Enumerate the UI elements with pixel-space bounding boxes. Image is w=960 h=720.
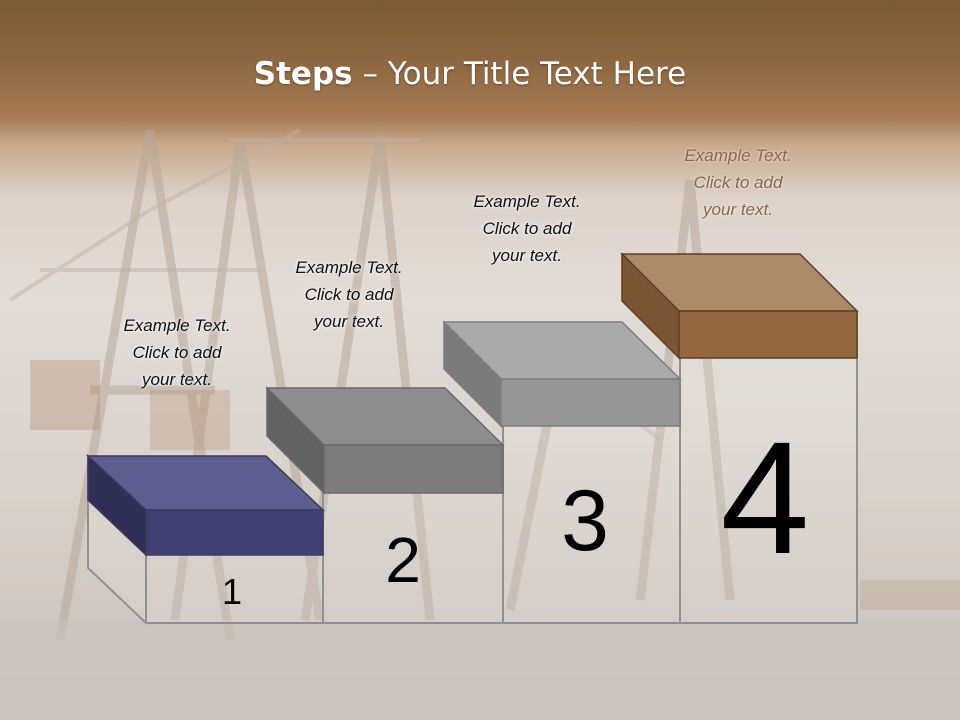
title-bold: Steps <box>253 56 353 92</box>
step-1-number: 1 <box>221 571 243 612</box>
step-2-number: 2 <box>385 524 421 596</box>
step-1-block[interactable] <box>86 454 325 557</box>
step-2-text-line: your text. <box>314 312 384 331</box>
step-1-text-line: Click to add <box>132 343 222 362</box>
step-1-text-line: Example Text. <box>123 316 231 335</box>
title-rest: – Your Title Text Here <box>352 56 687 92</box>
step-4-number: 4 <box>720 408 810 587</box>
step-4-column <box>679 314 858 624</box>
step-2-text-line: Click to add <box>304 285 394 304</box>
step-3-number: 3 <box>561 473 609 569</box>
step-4-block[interactable] <box>620 252 859 360</box>
step-2-text[interactable]: Example Text. Click to add your text. <box>264 254 434 335</box>
step-4-text[interactable]: Example Text. Click to add your text. <box>653 142 823 223</box>
step-3-text-line: Example Text. <box>473 192 581 211</box>
step-3-text[interactable]: Example Text. Click to add your text. <box>442 188 612 269</box>
step-3-block[interactable] <box>442 320 682 428</box>
step-4-text-line: Example Text. <box>684 146 792 165</box>
step-4-text-line: Click to add <box>693 173 783 192</box>
slide-title[interactable]: Steps – Your Title Text Here <box>0 56 940 92</box>
step-1-text-line: your text. <box>142 370 212 389</box>
step-2-block[interactable] <box>265 386 505 495</box>
step-1-text[interactable]: Example Text. Click to add your text. <box>92 312 262 393</box>
step-2-text-line: Example Text. <box>295 258 403 277</box>
step-3-text-line: Click to add <box>482 219 572 238</box>
step-3-text-line: your text. <box>492 246 562 265</box>
step-4-text-line: your text. <box>703 200 773 219</box>
